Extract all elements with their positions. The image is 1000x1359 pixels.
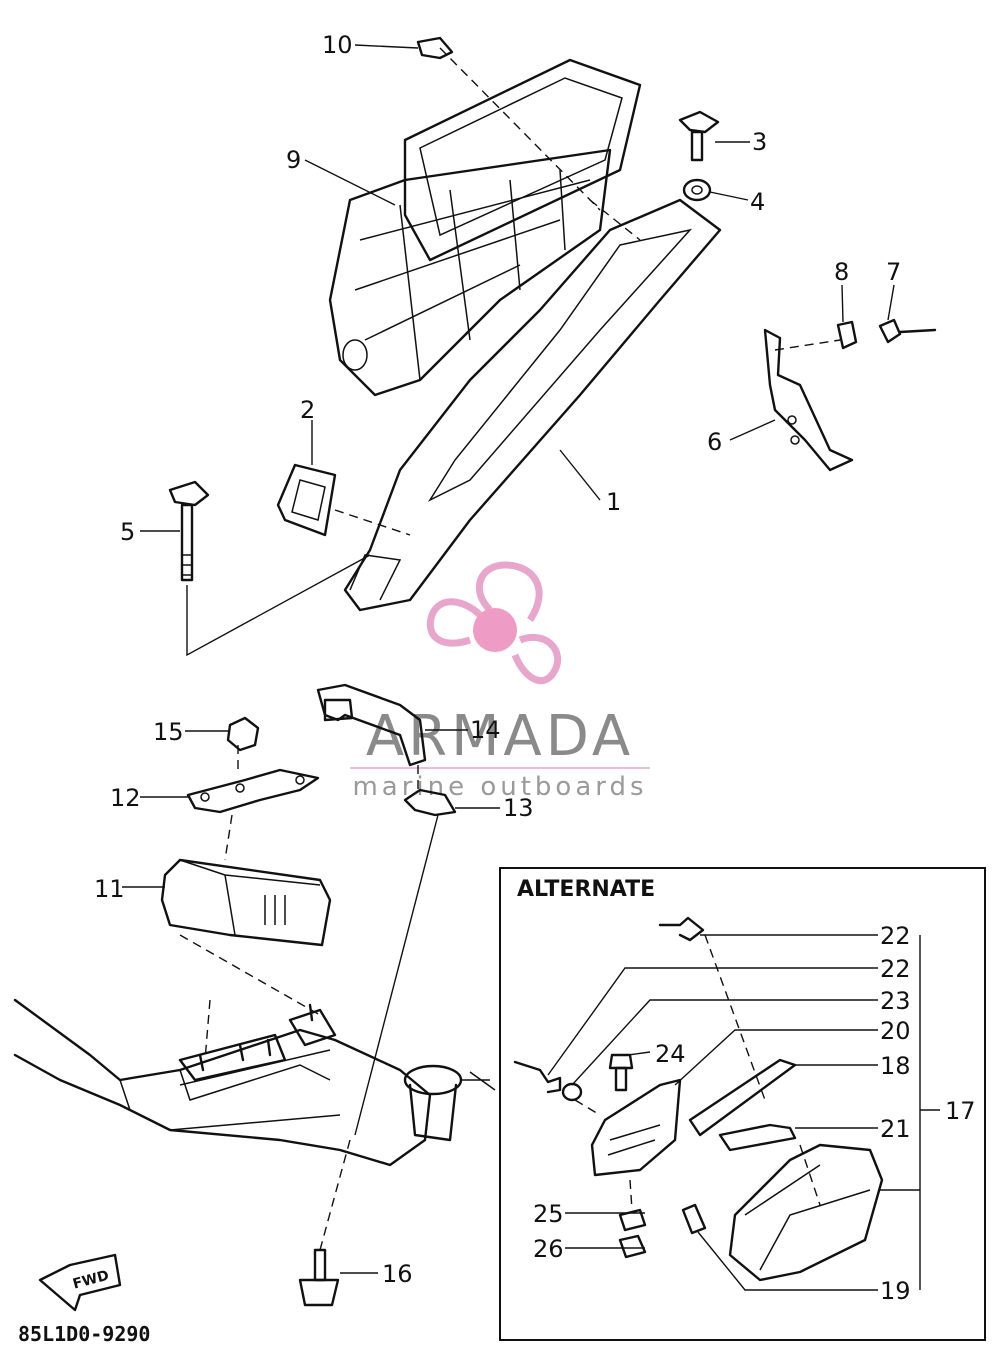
alternate-title: ALTERNATE bbox=[517, 877, 655, 902]
callout-10: 10 bbox=[322, 31, 353, 59]
callout-25: 25 bbox=[533, 1200, 564, 1228]
callout-4: 4 bbox=[750, 188, 765, 216]
callout-17: 17 bbox=[945, 1097, 976, 1125]
nut-part-15 bbox=[226, 716, 260, 752]
callout-26: 26 bbox=[533, 1235, 564, 1263]
intake-duct-part bbox=[343, 198, 722, 612]
screw-part-7 bbox=[878, 318, 937, 344]
callout-13: 13 bbox=[503, 794, 534, 822]
callout-8: 8 bbox=[834, 258, 849, 286]
callout-6: 6 bbox=[707, 428, 722, 456]
mounting-bracket-part bbox=[763, 328, 854, 472]
callout-15: 15 bbox=[153, 718, 184, 746]
callout-23: 23 bbox=[880, 987, 911, 1015]
callout-2: 2 bbox=[300, 396, 315, 424]
clip-part-10 bbox=[416, 36, 454, 60]
washer-part-8 bbox=[836, 320, 858, 350]
callout-14: 14 bbox=[470, 716, 501, 744]
callout-19: 19 bbox=[880, 1277, 911, 1305]
long-bolt-part bbox=[168, 480, 210, 582]
forward-arrow: FWD bbox=[38, 1253, 122, 1312]
callout-9: 9 bbox=[286, 146, 301, 174]
callout-21: 21 bbox=[880, 1115, 911, 1143]
callout-12: 12 bbox=[110, 784, 141, 812]
callout-20: 20 bbox=[880, 1017, 911, 1045]
callout-18: 18 bbox=[880, 1052, 911, 1080]
alternate-inset: ALTERNATE bbox=[499, 867, 986, 1341]
clamp-part-13 bbox=[403, 788, 457, 817]
mounting-plate-part bbox=[186, 768, 320, 814]
propeller-blade-top bbox=[475, 561, 543, 622]
callout-5: 5 bbox=[120, 518, 135, 546]
brand-name: ARMADA bbox=[366, 704, 634, 769]
bolt-part-16 bbox=[298, 1248, 340, 1307]
nut-part-4 bbox=[682, 178, 712, 202]
callout-1: 1 bbox=[606, 488, 621, 516]
callout-7: 7 bbox=[886, 258, 901, 286]
brand-tagline: marine outboards bbox=[352, 772, 647, 802]
callout-16: 16 bbox=[382, 1260, 413, 1288]
callout-11: 11 bbox=[94, 875, 125, 903]
callout-22-lower: 22 bbox=[880, 955, 911, 983]
stay-bracket-part bbox=[316, 683, 427, 767]
armada-logo bbox=[426, 561, 561, 685]
callout-3: 3 bbox=[752, 128, 767, 156]
propeller-blade-left bbox=[426, 598, 483, 647]
callout-24: 24 bbox=[655, 1040, 686, 1068]
silencer-block-part bbox=[160, 858, 332, 947]
wing-bolt-part bbox=[678, 110, 720, 162]
engine-frame bbox=[13, 998, 496, 1167]
callout-22-upper: 22 bbox=[880, 922, 911, 950]
drawing-number: 85L1D0-9290 bbox=[18, 1322, 150, 1346]
intake-silencer-part bbox=[328, 58, 642, 397]
propeller-hub bbox=[473, 608, 517, 652]
grommet-part bbox=[276, 463, 337, 537]
propeller-blade-right bbox=[511, 633, 561, 685]
